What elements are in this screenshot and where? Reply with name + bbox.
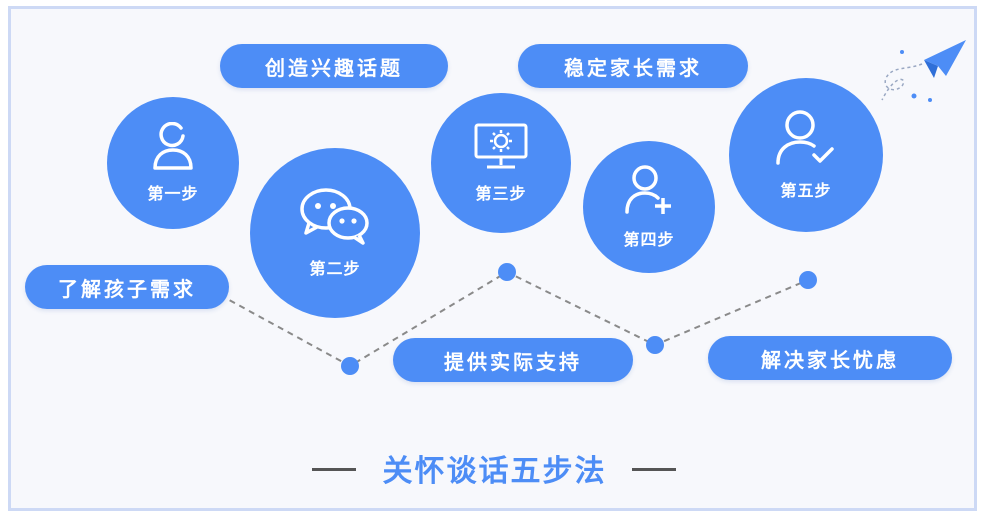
step-label: 第三步	[475, 184, 527, 203]
path-node	[646, 336, 664, 354]
step-1-circle: 第一步	[107, 97, 239, 229]
step-label: 第五步	[780, 181, 832, 200]
step-label: 第四步	[623, 230, 675, 249]
tag-support: 提供实际支持	[393, 338, 633, 382]
diagram-title: 关怀谈话五步法	[382, 454, 607, 489]
paper-plane-icon	[881, 40, 966, 102]
user-icon	[153, 122, 193, 170]
title-dash-right	[632, 468, 676, 471]
user-add-icon	[625, 165, 671, 214]
tag-child-needs: 了解孩子需求	[25, 265, 229, 309]
step-label: 第二步	[309, 259, 361, 278]
path-node	[341, 357, 359, 375]
step-4-circle: 第四步	[583, 141, 715, 273]
tag-parent-needs: 稳定家长需求	[518, 44, 748, 88]
tag-parent-worries: 解决家长忧虑	[708, 336, 952, 380]
title-dash-left	[312, 468, 356, 471]
tag-create-topic: 创造兴趣话题	[220, 44, 448, 88]
path-node	[498, 263, 516, 281]
step-5-circle: 第五步	[729, 78, 883, 232]
step-3-circle: 第三步	[431, 93, 571, 233]
step-2-circle: 第二步	[250, 148, 420, 318]
path-node	[799, 271, 817, 289]
wechat-icon	[300, 188, 369, 245]
user-check-icon	[776, 110, 834, 165]
step-label: 第一步	[147, 184, 199, 203]
monitor-icon	[474, 123, 528, 169]
